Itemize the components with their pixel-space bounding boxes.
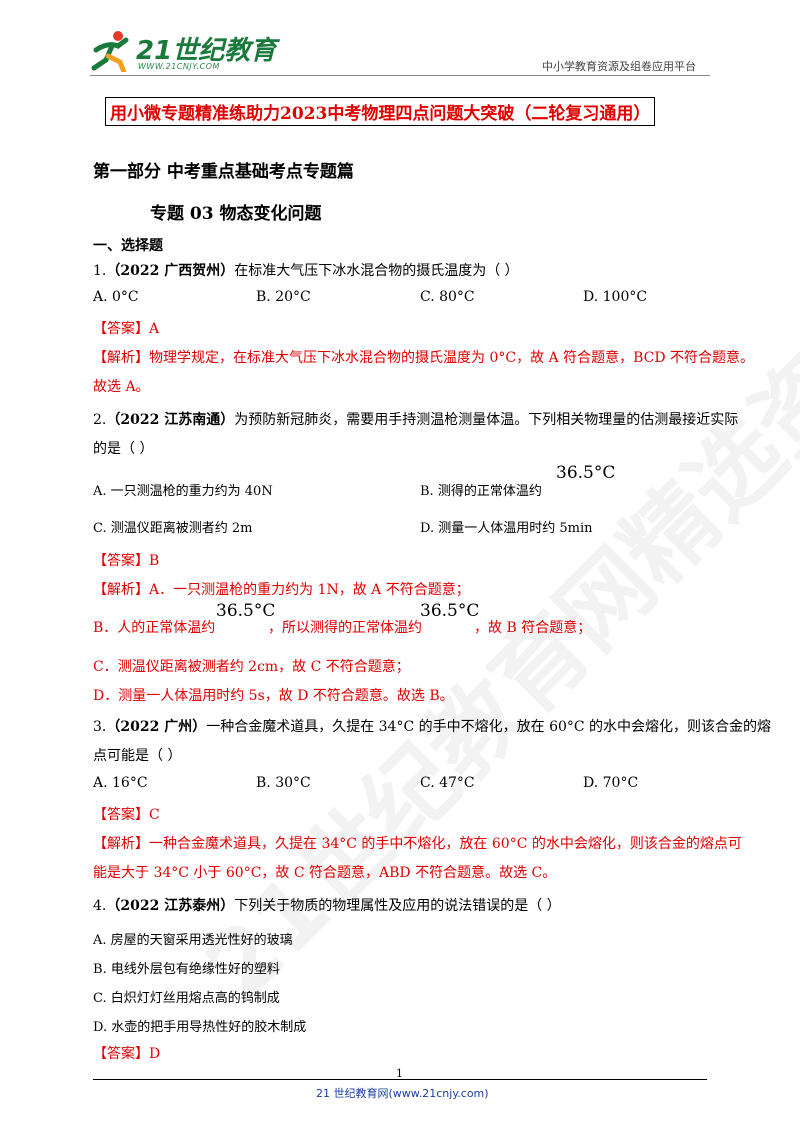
question-source: （2022 广西贺州） bbox=[106, 263, 235, 279]
header-divider bbox=[90, 75, 710, 76]
q4-option-b: B. 电线外层包有绝缘性好的塑料 bbox=[93, 962, 280, 977]
footer-site[interactable]: 21 世纪教育网(www.21cnjy.com) bbox=[316, 1087, 489, 1100]
header-platform-text: 中小学教育资源及组卷应用平台 bbox=[542, 60, 696, 73]
question-3-stem: 3.（2022 广州）一种合金魔术道具，久提在 34°C 的手中不熔化，放在 6… bbox=[93, 716, 771, 736]
q2-analysis-c: C．测温仪距离被测者约 2cm，故 C 不符合题意； bbox=[93, 659, 410, 675]
q2-analysis-a: 【解析】A．一只测温枪的重力约为 1N，故 A 不符合题意； bbox=[93, 582, 470, 598]
section-heading: 一、选择题 bbox=[93, 238, 163, 254]
q4-option-d: D. 水壶的把手用导热性好的胶木制成 bbox=[93, 1020, 307, 1035]
site-logo[interactable]: 21世纪教育 WWW.21CNJY.COM bbox=[88, 28, 288, 76]
q2-analysis-temp-2: 36.5°C bbox=[420, 601, 480, 621]
question-1-stem: 1.（2022 广西贺州）在标准大气压下冰水混合物的摄氏温度为（ ） bbox=[93, 260, 519, 280]
question-number: 4. bbox=[93, 898, 107, 914]
q3-analysis-2: 能是大于 34°C 小于 60°C，故 C 符合题意，ABD 不符合题意。故选 … bbox=[93, 865, 557, 881]
runner-logo-icon bbox=[91, 31, 129, 72]
q2-option-b: B. 测得的正常体温约 bbox=[420, 484, 542, 499]
topic-heading: 专题 03 物态变化问题 bbox=[150, 204, 322, 224]
q2-option-b-temp: 36.5°C bbox=[556, 463, 616, 483]
page-number: 1 bbox=[396, 1067, 403, 1080]
q3-option-d: D. 70°C bbox=[583, 775, 639, 791]
question-4-stem: 4.（2022 江苏泰州）下列关于物质的物理属性及应用的说法错误的是（ ） bbox=[93, 895, 561, 915]
q1-answer: 【答案】A bbox=[93, 321, 160, 337]
q1-option-a: A. 0°C bbox=[93, 289, 139, 305]
question-3-stem-cont: 点可能是（ ） bbox=[93, 748, 182, 764]
q3-analysis-1: 【解析】一种合金魔术道具，久提在 34°C 的手中不熔化，放在 60°C 的水中… bbox=[93, 836, 742, 852]
q1-option-c: C. 80°C bbox=[420, 289, 475, 305]
q2-option-c: C. 测温仪距离被测者约 2m bbox=[93, 521, 253, 536]
q2-option-d: D. 测量一人体温用时约 5min bbox=[420, 521, 593, 536]
q1-analysis-conclusion: 故选 A。 bbox=[93, 379, 150, 395]
q3-answer: 【答案】C bbox=[93, 807, 160, 823]
question-2-stem: 2.（2022 江苏南通）为预防新冠肺炎，需要用手持测温枪测量体温。下列相关物理… bbox=[93, 409, 738, 429]
q2-option-a: A. 一只测温枪的重力约为 40N bbox=[93, 484, 273, 499]
analysis-label: 【解析】 bbox=[93, 350, 149, 366]
footer-divider bbox=[93, 1079, 707, 1080]
q3-option-c: C. 47°C bbox=[420, 775, 475, 791]
document-title: 用小微专题精准练助力2023中考物理四点问题大突破（二轮复习通用） bbox=[105, 97, 656, 126]
q1-option-d: D. 100°C bbox=[583, 289, 648, 305]
question-number: 1. bbox=[93, 263, 107, 279]
q1-analysis: 【解析】物理学规定，在标准大气压下冰水混合物的摄氏温度为 0°C，故 A 符合题… bbox=[93, 347, 754, 367]
analysis-text: 物理学规定，在标准大气压下冰水混合物的摄氏温度为 0°C，故 A 符合题意，BC… bbox=[149, 350, 755, 366]
q1-option-b: B. 20°C bbox=[256, 289, 311, 305]
question-text: 为预防新冠肺炎，需要用手持测温枪测量体温。下列相关物理量的估测最接近实际 bbox=[234, 412, 739, 428]
q2-analysis-d: D．测量一人体温用时约 5s，故 D 不符合题意。故选 B。 bbox=[93, 688, 454, 704]
q3-option-b: B. 30°C bbox=[256, 775, 311, 791]
logo-url: WWW.21CNJY.COM bbox=[138, 62, 220, 71]
logo-text: 21世纪教育 bbox=[136, 36, 277, 66]
q3-option-a: A. 16°C bbox=[93, 775, 148, 791]
question-text: 下列关于物质的物理属性及应用的说法错误的是（ ） bbox=[234, 898, 561, 914]
q4-option-a: A. 房屋的天窗采用透光性好的玻璃 bbox=[93, 933, 293, 948]
question-source: （2022 广州） bbox=[106, 719, 207, 735]
q2-analysis-b-2: ，所以测得的正常体温约 bbox=[268, 620, 422, 636]
question-number: 3. bbox=[93, 719, 107, 735]
q2-answer: 【答案】B bbox=[93, 553, 160, 569]
q4-option-c: C. 白炽灯灯丝用熔点高的钨制成 bbox=[93, 991, 280, 1006]
q2-analysis-b-1: B．人的正常体温约 bbox=[93, 620, 216, 636]
question-text: 在标准大气压下冰水混合物的摄氏温度为（ ） bbox=[234, 263, 519, 279]
question-text: 一种合金魔术道具，久提在 34°C 的手中不熔化，放在 60°C 的水中会熔化，… bbox=[206, 719, 772, 735]
q2-analysis-temp-1: 36.5°C bbox=[216, 601, 276, 621]
question-2-stem-cont: 的是（ ） bbox=[93, 441, 154, 457]
q4-answer: 【答案】D bbox=[93, 1046, 161, 1062]
question-source: （2022 江苏南通） bbox=[106, 412, 235, 428]
question-number: 2. bbox=[93, 412, 107, 428]
question-source: （2022 江苏泰州） bbox=[106, 898, 235, 914]
part-heading: 第一部分 中考重点基础考点专题篇 bbox=[93, 162, 354, 182]
q2-analysis-b-3: ，故 B 符合题意； bbox=[474, 620, 592, 636]
